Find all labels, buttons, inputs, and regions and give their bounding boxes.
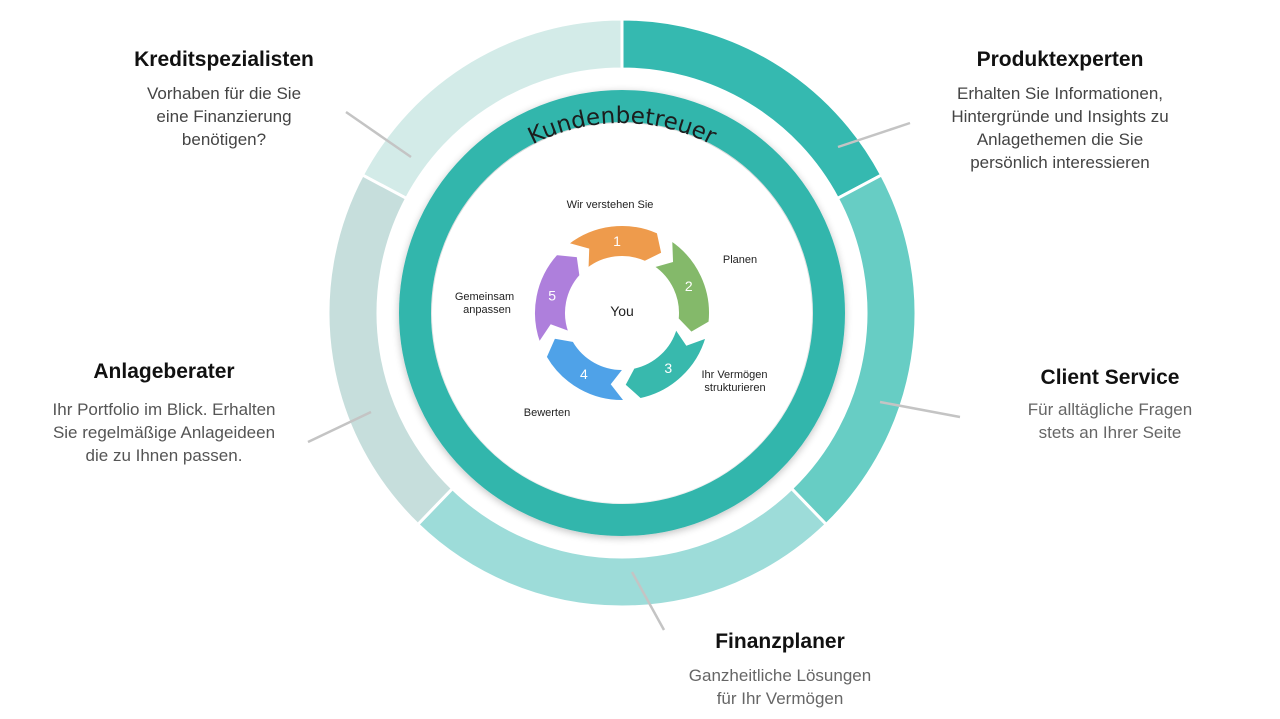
desc-line: Ihr Portfolio im Blick. Erhalten [52,400,276,419]
desc-line: Hintergründe und Insights zu [951,107,1169,126]
cycle-center-label: You [610,303,634,319]
cycle-step-number-5: 5 [548,288,556,304]
desc-line: Erhalten Sie Informationen, [956,84,1163,103]
leader-line-client [879,400,961,419]
desc-line: benötigen? [181,130,267,149]
desc-line: für Ihr Vermögen [716,689,844,708]
cycle-arrow-5 [533,253,582,346]
callout-title: Finanzplaner [715,630,845,653]
callout-description: Erhalten Sie Informationen, Hintergründe… [920,82,1200,174]
desc-line: die zu Ihnen passen. [85,446,243,465]
inner-disc [432,123,812,503]
ring-segment-anlageberater [326,172,455,527]
step-label-3: Ihr Vermögen strukturieren [701,369,770,394]
outer-ring [326,17,918,609]
callout-description: Ganzheitliche Lösungen für Ihr Vermögen [660,664,900,710]
desc-line: Anlagethemen die Sie [976,130,1144,149]
cycle-step-number-2: 2 [685,278,693,294]
desc-line: stets an Ihrer Seite [1038,423,1182,442]
cycle-arrow-3 [623,326,709,401]
desc-line: eine Finanzierung [156,107,292,126]
desc-line: Vorhaben für die Sie [146,84,302,103]
desc-line: Für alltägliche Fragen [1027,400,1193,419]
callout-title: Anlageberater [93,360,235,383]
desc-line: Sie regelmäßige Anlageideen [52,423,276,442]
step-label-5: Gemeinsam anpassen [455,291,517,316]
step-label-1: Wir verstehen Sie [567,199,654,211]
inner-ring-kundenbetreuer [399,90,845,536]
cycle-arrow-2 [650,238,711,335]
callout-description: Ihr Portfolio im Blick. Erhalten Sie reg… [34,398,294,467]
desc-line: persönlich interessieren [970,153,1150,172]
callout-description: Vorhaben für die Sie eine Finanzierung b… [104,82,344,151]
leader-line-anlage [307,410,372,444]
step-label-2: Planen [723,254,757,266]
desc-line: Ganzheitliche Lösungen [688,666,872,685]
callout-finanzplaner: Finanzplaner Ganzheitliche Lösungen für … [660,630,900,710]
cycle-arrow-1 [565,224,664,271]
callout-kreditspezialisten: Kreditspezialisten Vorhaben für die Sie … [104,48,344,151]
cycle-step-number-4: 4 [580,366,588,382]
cycle-step-number-3: 3 [664,360,672,376]
cycle-arrow-4 [544,336,628,402]
callout-title: Client Service [1040,366,1180,389]
callout-anlageberater: Anlageberater Ihr Portfolio im Blick. Er… [34,360,294,467]
callout-produktexperten: Produktexperten Erhalten Sie Information… [920,48,1200,174]
process-cycle: 1 2 3 4 5 [533,224,711,402]
callout-title: Produktexperten [976,48,1144,71]
callout-client-service: Client Service Für alltägliche Fragen st… [990,366,1230,444]
leader-line-kredit [345,110,412,159]
leader-line-produkt [837,121,911,149]
callout-title: Kreditspezialisten [134,48,314,71]
leader-line-finanz [630,571,666,631]
callout-description: Für alltägliche Fragen stets an Ihrer Se… [990,398,1230,444]
step-label-4: Bewerten [524,407,570,419]
cycle-step-number-1: 1 [613,233,621,249]
